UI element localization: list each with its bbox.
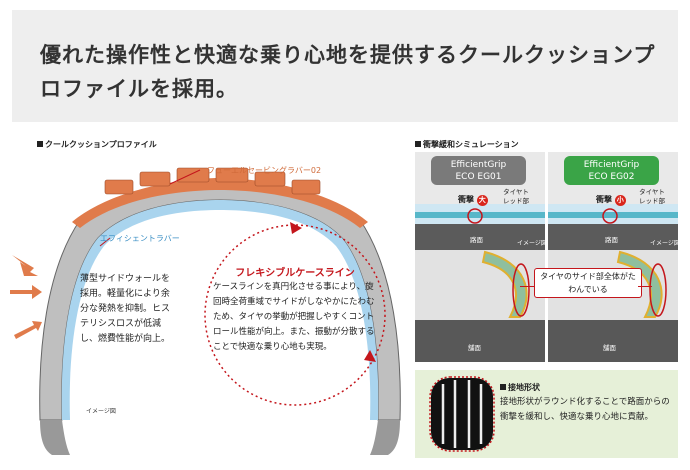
impact-ring-eg02 (602, 208, 618, 224)
road-label-eg01: 路面 (470, 236, 483, 244)
right-section-title: 衝撃緩和シミュレーション (415, 139, 519, 150)
left-section-title: クールクッションプロファイル (37, 139, 157, 150)
impact-label-eg01: 衝撃 大 (458, 194, 488, 206)
bottom-label-eg02: 舗面 (603, 344, 616, 352)
square-bullet-icon (37, 141, 43, 147)
banner-heading: 優れた操作性と快適な乗り心地を提供するクールクッションプロファイルを採用。 (40, 43, 656, 101)
header-banner: 優れた操作性と快適な乗り心地を提供するクールクッションプロファイルを採用。 (12, 10, 678, 122)
deflection-oval-eg02 (649, 263, 667, 317)
tread-label-eg02: タイヤトレッド部 (639, 188, 665, 205)
tire-cross-section-diagram (10, 167, 401, 455)
sidewall-flex-label: タイヤのサイド部全体がたわんでいる (534, 268, 642, 298)
impact-label-eg02: 衝撃 小 (596, 194, 626, 206)
red-arrow-side-icon (364, 350, 376, 362)
product-name-eg02-line2: ECO EG02 (588, 172, 635, 182)
product-pill-eg01: EfficientGrip ECO EG01 (431, 156, 526, 185)
tire-side-eg01 (481, 250, 528, 318)
product-name-eg02-line1: EfficientGrip (583, 160, 640, 170)
sidewall-arrows (10, 255, 42, 339)
impact-ring-eg01 (467, 208, 483, 224)
impact-text-eg02: 衝撃 (596, 195, 612, 204)
flexible-case-description: ケースラインを真円化させる事により、旋回時全荷重域でサイドがしなやかにたわむため… (213, 282, 375, 352)
leader-line-rubber (169, 169, 201, 185)
bottom-label-eg01: 舗面 (468, 344, 481, 352)
bead-left (40, 420, 70, 455)
contact-patch-icon (429, 376, 495, 452)
pointer-right-line (638, 286, 652, 287)
tread-blocks (104, 167, 321, 195)
label-efficient-rubber: エフィシェントラバー (100, 234, 180, 243)
left-section-title-text: クールクッションプロファイル (45, 140, 157, 149)
square-bullet-icon (500, 384, 506, 390)
contact-shape-box: 接地形状 接地形状がラウンド化することで路面からの衝撃を緩和し、快適な乗り心地に… (415, 370, 678, 458)
contact-shape-title: 接地形状 (500, 382, 540, 393)
flexible-case-circle (204, 224, 386, 406)
square-bullet-icon (415, 141, 421, 147)
impact-text-eg01: 衝撃 (458, 195, 474, 204)
red-arrow-top-icon (290, 222, 302, 234)
product-name-eg01-line2: ECO EG01 (455, 172, 502, 182)
left-image-note: イメージ図 (86, 408, 116, 415)
road-label-eg02: 路面 (605, 236, 618, 244)
leader-line-efficient (99, 237, 111, 247)
contact-shape-description: 接地形状がラウンド化することで路面からの衝撃を緩和し、快適な乗り心地に貢献。 (500, 397, 670, 422)
pointer-left-line (520, 286, 534, 287)
flexible-case-title: フレキシブルケースライン (235, 268, 355, 279)
image-note-eg01: イメージ図 (517, 240, 547, 247)
product-name-eg01-line1: EfficientGrip (450, 160, 507, 170)
product-pill-eg02: EfficientGrip ECO EG02 (564, 156, 659, 185)
label-fuel-saving-rubber: フューエルセービングラバー02 (207, 166, 322, 175)
impact-level-badge-eg02: 小 (614, 195, 626, 206)
contact-shape-title-text: 接地形状 (508, 383, 540, 392)
tread-label-eg01: タイヤトレッド部 (503, 188, 529, 205)
deflection-oval-eg01 (512, 263, 530, 317)
right-section-title-text: 衝撃緩和シミュレーション (423, 140, 519, 149)
impact-level-badge-eg01: 大 (476, 195, 488, 206)
bead-right (370, 420, 400, 455)
sidewall-description: 薄型サイドウォールを採用。軽量化により余分な発熱を抑制。ヒステリシスロスが低減し… (80, 274, 171, 344)
image-note-eg02: イメージ図 (650, 240, 680, 247)
